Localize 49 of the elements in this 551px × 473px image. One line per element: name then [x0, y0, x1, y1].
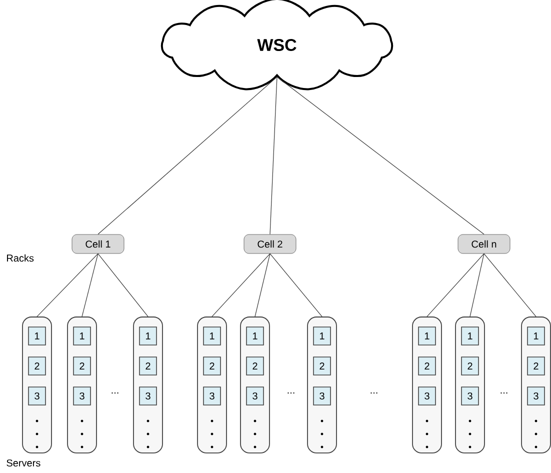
connector-line — [276, 76, 484, 235]
server-box: 2 — [73, 356, 91, 376]
connector-line — [470, 253, 484, 317]
server-box: 2 — [139, 356, 157, 376]
side-label: Racks — [7, 254, 34, 262]
server-box: 2 — [461, 356, 479, 376]
server-box: 1 — [527, 326, 545, 346]
connector-line — [98, 76, 278, 235]
server-box: 3 — [73, 386, 91, 406]
server-box: 2 — [28, 356, 46, 376]
connector-line — [484, 253, 536, 317]
server-box: 1 — [246, 326, 264, 346]
connector-line — [426, 253, 484, 317]
server-box: 3 — [28, 386, 46, 406]
connector-line — [254, 253, 270, 317]
server-box: 3 — [527, 386, 545, 406]
cell-box: Cell 2 — [244, 234, 296, 254]
cloud: WSC — [160, 0, 394, 90]
server-box: 1 — [418, 326, 436, 346]
server-box: 2 — [313, 356, 331, 376]
server-box: 1 — [28, 326, 46, 346]
server-box: 3 — [203, 386, 221, 406]
server-box: 2 — [203, 356, 221, 376]
server-box: 2 — [246, 356, 264, 376]
server-box: 3 — [139, 386, 157, 406]
connector-line — [82, 253, 98, 317]
server-box: 1 — [139, 326, 157, 346]
connector-line — [36, 253, 98, 317]
ellipsis: ... — [112, 392, 118, 394]
connector-line — [98, 253, 148, 317]
server-box: 3 — [246, 386, 264, 406]
server-box: 1 — [461, 326, 479, 346]
server-box: 3 — [461, 386, 479, 406]
ellipsis: ... — [288, 392, 294, 394]
side-label: Servers — [6, 459, 40, 467]
cell-box: Cell 1 — [72, 234, 124, 254]
connector-line — [212, 253, 270, 317]
server-box: 2 — [418, 356, 436, 376]
server-box: 3 — [418, 386, 436, 406]
server-box: 2 — [527, 356, 545, 376]
ellipsis: ... — [370, 392, 378, 394]
server-box: 1 — [73, 326, 91, 346]
server-box: 1 — [203, 326, 221, 346]
connector-line — [270, 76, 278, 235]
connector-line — [270, 253, 322, 317]
server-box: 1 — [313, 326, 331, 346]
server-box: 3 — [313, 386, 331, 406]
ellipsis: ... — [500, 392, 508, 394]
cell-box: Cell n — [458, 234, 510, 254]
